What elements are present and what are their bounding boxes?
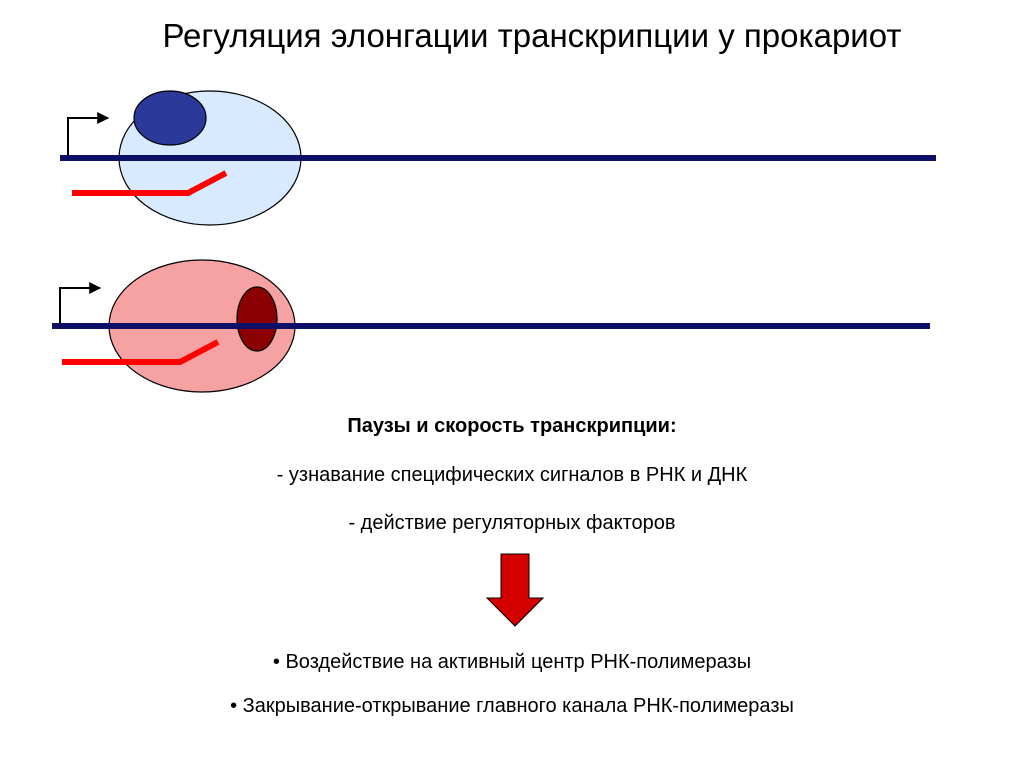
pauses-heading: Паузы и скорость транскрипции: [347,415,677,437]
promoter-arrow-bottom [59,282,102,326]
regulatory-factors-text: - действие регуляторных факторов [348,512,676,534]
rna-strand-bottom [62,339,220,365]
factor-oval-bottom [236,286,278,352]
signal-recognition-text: - узнавание специфических сигналов в РНК… [276,464,748,486]
rna-strand-top [72,170,228,196]
down-arrow-icon [485,553,545,627]
active-center-bullet: • Воздействие на активный центр РНК-поли… [272,651,752,673]
factor-oval-top [133,90,207,146]
complex-bottom [52,259,930,393]
main-channel-bullet: • Закрывание-открывание главного канала … [230,695,794,717]
complex-top [60,90,936,226]
page-title: Регуляция элонгации транскрипции у прока… [162,17,902,54]
promoter-arrow-top [67,112,110,158]
